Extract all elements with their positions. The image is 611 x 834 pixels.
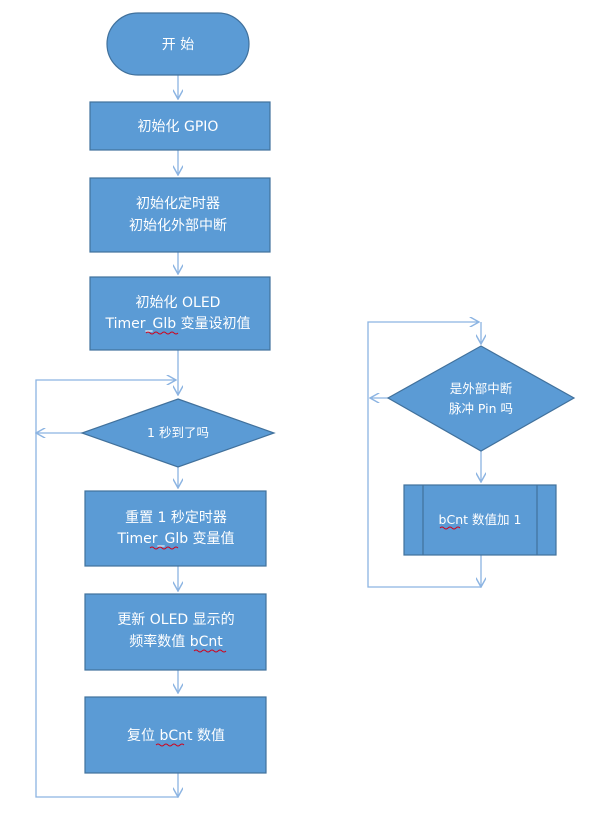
connector-loop-back (35, 380, 178, 798)
process-init-gpio: 初始化 GPIO (89, 101, 271, 151)
connector-right-loop (367, 322, 481, 588)
init-oled-line1: 初始化 OLED (136, 294, 221, 311)
reset-bcnt-box (84, 696, 267, 774)
process-reset-timer: 重置 1 秒定时器 Timer_Glb 变量值 (84, 490, 267, 567)
spell-underline-timer-glb-2 (149, 546, 179, 550)
left-connectors (36, 75, 178, 797)
reset-timer-box (84, 490, 267, 567)
decision-one-second: 1 秒到了吗 (80, 398, 276, 468)
update-oled-line2: 频率数值 bCnt (129, 633, 223, 650)
process-init-oled: 初始化 OLED Timer_Glb 变量设初值 (89, 276, 271, 351)
right-connectors (367, 322, 481, 588)
increment-bcnt-label: bCnt 数值加 1 (439, 512, 522, 527)
init-timer-box (89, 177, 271, 253)
start-shape (106, 12, 250, 76)
reset-timer-line2: Timer_Glb 变量值 (116, 531, 234, 547)
spell-underline-bcnt (193, 649, 227, 653)
spell-underline-timer-glb (145, 331, 179, 335)
decision-interrupt-shape (386, 345, 576, 452)
decision-interrupt-line1: 是外部中断 (450, 381, 513, 396)
decision-one-second-shape (80, 398, 276, 468)
init-timer-line1: 初始化定时器 (136, 195, 220, 212)
start-label: 开 始 (162, 37, 194, 53)
update-oled-box (84, 593, 267, 671)
init-oled-line2: Timer_Glb 变量设初值 (104, 315, 250, 332)
init-gpio-box (89, 101, 271, 151)
decision-interrupt-line2: 脉冲 Pin 吗 (449, 401, 513, 416)
init-oled-box (89, 276, 271, 351)
process-reset-bcnt: 复位 bCnt 数值 (84, 696, 267, 774)
spell-underline-bcnt-2 (155, 743, 185, 747)
predefined-increment-bcnt: bCnt 数值加 1 (403, 484, 557, 556)
decision-one-second-label: 1 秒到了吗 (147, 425, 209, 440)
process-init-timer: 初始化定时器 初始化外部中断 (89, 177, 271, 253)
increment-bcnt-box (403, 484, 557, 556)
decision-interrupt: 是外部中断 脉冲 Pin 吗 (386, 345, 576, 452)
update-oled-line1: 更新 OLED 显示的 (117, 612, 234, 628)
reset-timer-line1: 重置 1 秒定时器 (125, 510, 227, 526)
reset-bcnt-label: 复位 bCnt 数值 (127, 727, 225, 744)
init-timer-line2: 初始化外部中断 (129, 217, 227, 234)
start-terminator: 开 始 (106, 12, 250, 76)
process-update-oled: 更新 OLED 显示的 频率数值 bCnt (84, 593, 267, 671)
init-gpio-label: 初始化 GPIO (138, 118, 219, 135)
spell-underline-bcnt-3 (439, 526, 461, 530)
